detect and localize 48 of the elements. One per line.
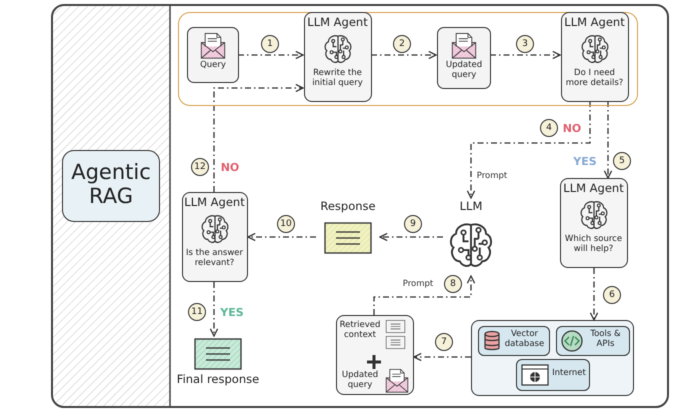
source-card [516,359,590,391]
decision-label: YES [571,154,599,168]
query-card [437,27,491,89]
query-card [187,27,239,83]
node-text: Rewrite the initial query [311,69,364,89]
node-text: Which source will help? [564,235,624,255]
node-text: Is the answer relevant? [185,249,244,269]
node-title: LLM Agent [306,16,369,30]
sources-panel [471,320,634,396]
source-text: Internet [551,369,587,379]
title-box [62,150,160,222]
prompt-label: Prompt [474,171,510,181]
node-text: Retrieved context [339,321,381,341]
context-box [336,315,414,395]
source-card [478,326,550,356]
node-title: Final response [176,373,260,386]
dash-dot-arrow [371,50,437,60]
source-text: Vector database [504,330,546,350]
agent-box [304,12,372,102]
dash-dot-arrow [590,268,598,321]
dash-dot-arrow [238,50,304,60]
agent-box [561,12,629,102]
dash-dot-arrow [490,50,561,60]
dash-dot-arrow [379,232,443,242]
decision-label: YES [218,306,246,318]
dash-dot-arrow [210,282,218,337]
dash-dot-arrow [604,101,612,179]
agent-box [182,192,248,282]
source-card [556,326,630,356]
source-text: Tools & APIs [589,330,622,350]
prompt-label: Prompt [400,279,436,289]
node-title: LLM [458,200,484,214]
node-text: Do I need more details? [564,69,624,89]
node-text: Updated query [340,371,380,391]
dash-dot-arrow [247,232,316,242]
group-frame [178,12,638,106]
agent-box [560,178,628,268]
node-title: LLM Agent [183,196,246,210]
title-text: Agentic RAG [70,160,152,208]
node-text: Updated query [444,61,484,81]
dash-dot-arrow [466,101,591,199]
dash-dot-arrow [213,84,304,192]
dash-dot-arrow [373,275,476,315]
node-title: LLM Agent [562,182,625,196]
node-title: Response [319,200,377,214]
node-text: Query [199,61,227,71]
node-title: LLM Agent [563,16,626,30]
dash-dot-arrow [413,352,471,362]
